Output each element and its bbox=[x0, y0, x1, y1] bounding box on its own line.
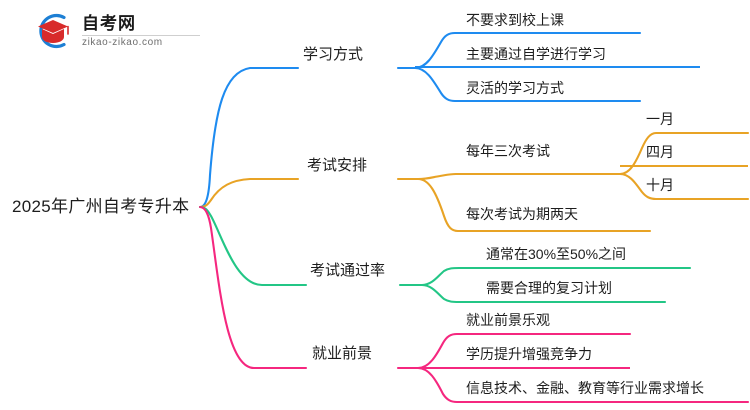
leaf-review-plan[interactable]: 需要合理的复习计划 bbox=[486, 280, 612, 296]
logo-text-block: 自考网 zikao-zikao.com bbox=[82, 14, 200, 49]
leaf-optimistic-outlook[interactable]: 就业前景乐观 bbox=[466, 312, 550, 328]
leaf-month-april[interactable]: 四月 bbox=[646, 144, 674, 160]
leaf-rate-range[interactable]: 通常在30%至50%之间 bbox=[486, 246, 627, 262]
logo-divider bbox=[82, 34, 200, 36]
leaf-three-exams-yearly[interactable]: 每年三次考试 bbox=[466, 143, 550, 159]
connector-january bbox=[618, 131, 750, 176]
leaf-month-january[interactable]: 一月 bbox=[646, 111, 674, 127]
connector-review-plan bbox=[420, 283, 667, 304]
trunk-pass-rate bbox=[198, 205, 308, 287]
leaf-industry-demand-growth[interactable]: 信息技术、金融、教育等行业需求增长 bbox=[466, 380, 704, 396]
leaf-flexible-study[interactable]: 灵活的学习方式 bbox=[466, 80, 564, 96]
trunk-job-prospects bbox=[198, 205, 308, 370]
leaf-two-day-exam[interactable]: 每次考试为期两天 bbox=[466, 206, 578, 222]
connector-three-exams bbox=[416, 172, 622, 181]
mindmap-root-label[interactable]: 2025年广州自考专升本 bbox=[12, 197, 190, 216]
connector-no-campus bbox=[413, 31, 642, 70]
trunk-exam-schedule bbox=[198, 177, 300, 209]
leaf-no-campus-required[interactable]: 不要求到校上课 bbox=[466, 12, 564, 28]
logo-domain: zikao-zikao.com bbox=[82, 36, 163, 48]
connector-optimistic bbox=[416, 332, 632, 370]
branch-label-study-methods[interactable]: 学习方式 bbox=[303, 46, 364, 63]
branch-label-job-prospects[interactable]: 就业前景 bbox=[312, 345, 373, 362]
leaf-degree-competitiveness[interactable]: 学历提升增强竞争力 bbox=[466, 346, 592, 362]
connector-industry-demand bbox=[416, 366, 750, 404]
leaf-self-study[interactable]: 主要通过自学进行学习 bbox=[466, 46, 606, 62]
logo-title: 自考网 bbox=[82, 13, 136, 33]
site-logo: 自考网 zikao-zikao.com bbox=[30, 8, 230, 54]
trunk-study-methods bbox=[198, 66, 300, 209]
branch-label-pass-rate[interactable]: 考试通过率 bbox=[310, 262, 386, 279]
leaf-month-october[interactable]: 十月 bbox=[646, 177, 674, 193]
connector-two-days bbox=[416, 177, 652, 233]
connector-rate-range bbox=[420, 266, 692, 287]
zikao-logo-icon bbox=[38, 13, 69, 49]
connector-october bbox=[618, 172, 750, 201]
branch-label-exam-schedule[interactable]: 考试安排 bbox=[307, 157, 368, 174]
connector-flexible bbox=[413, 66, 642, 103]
